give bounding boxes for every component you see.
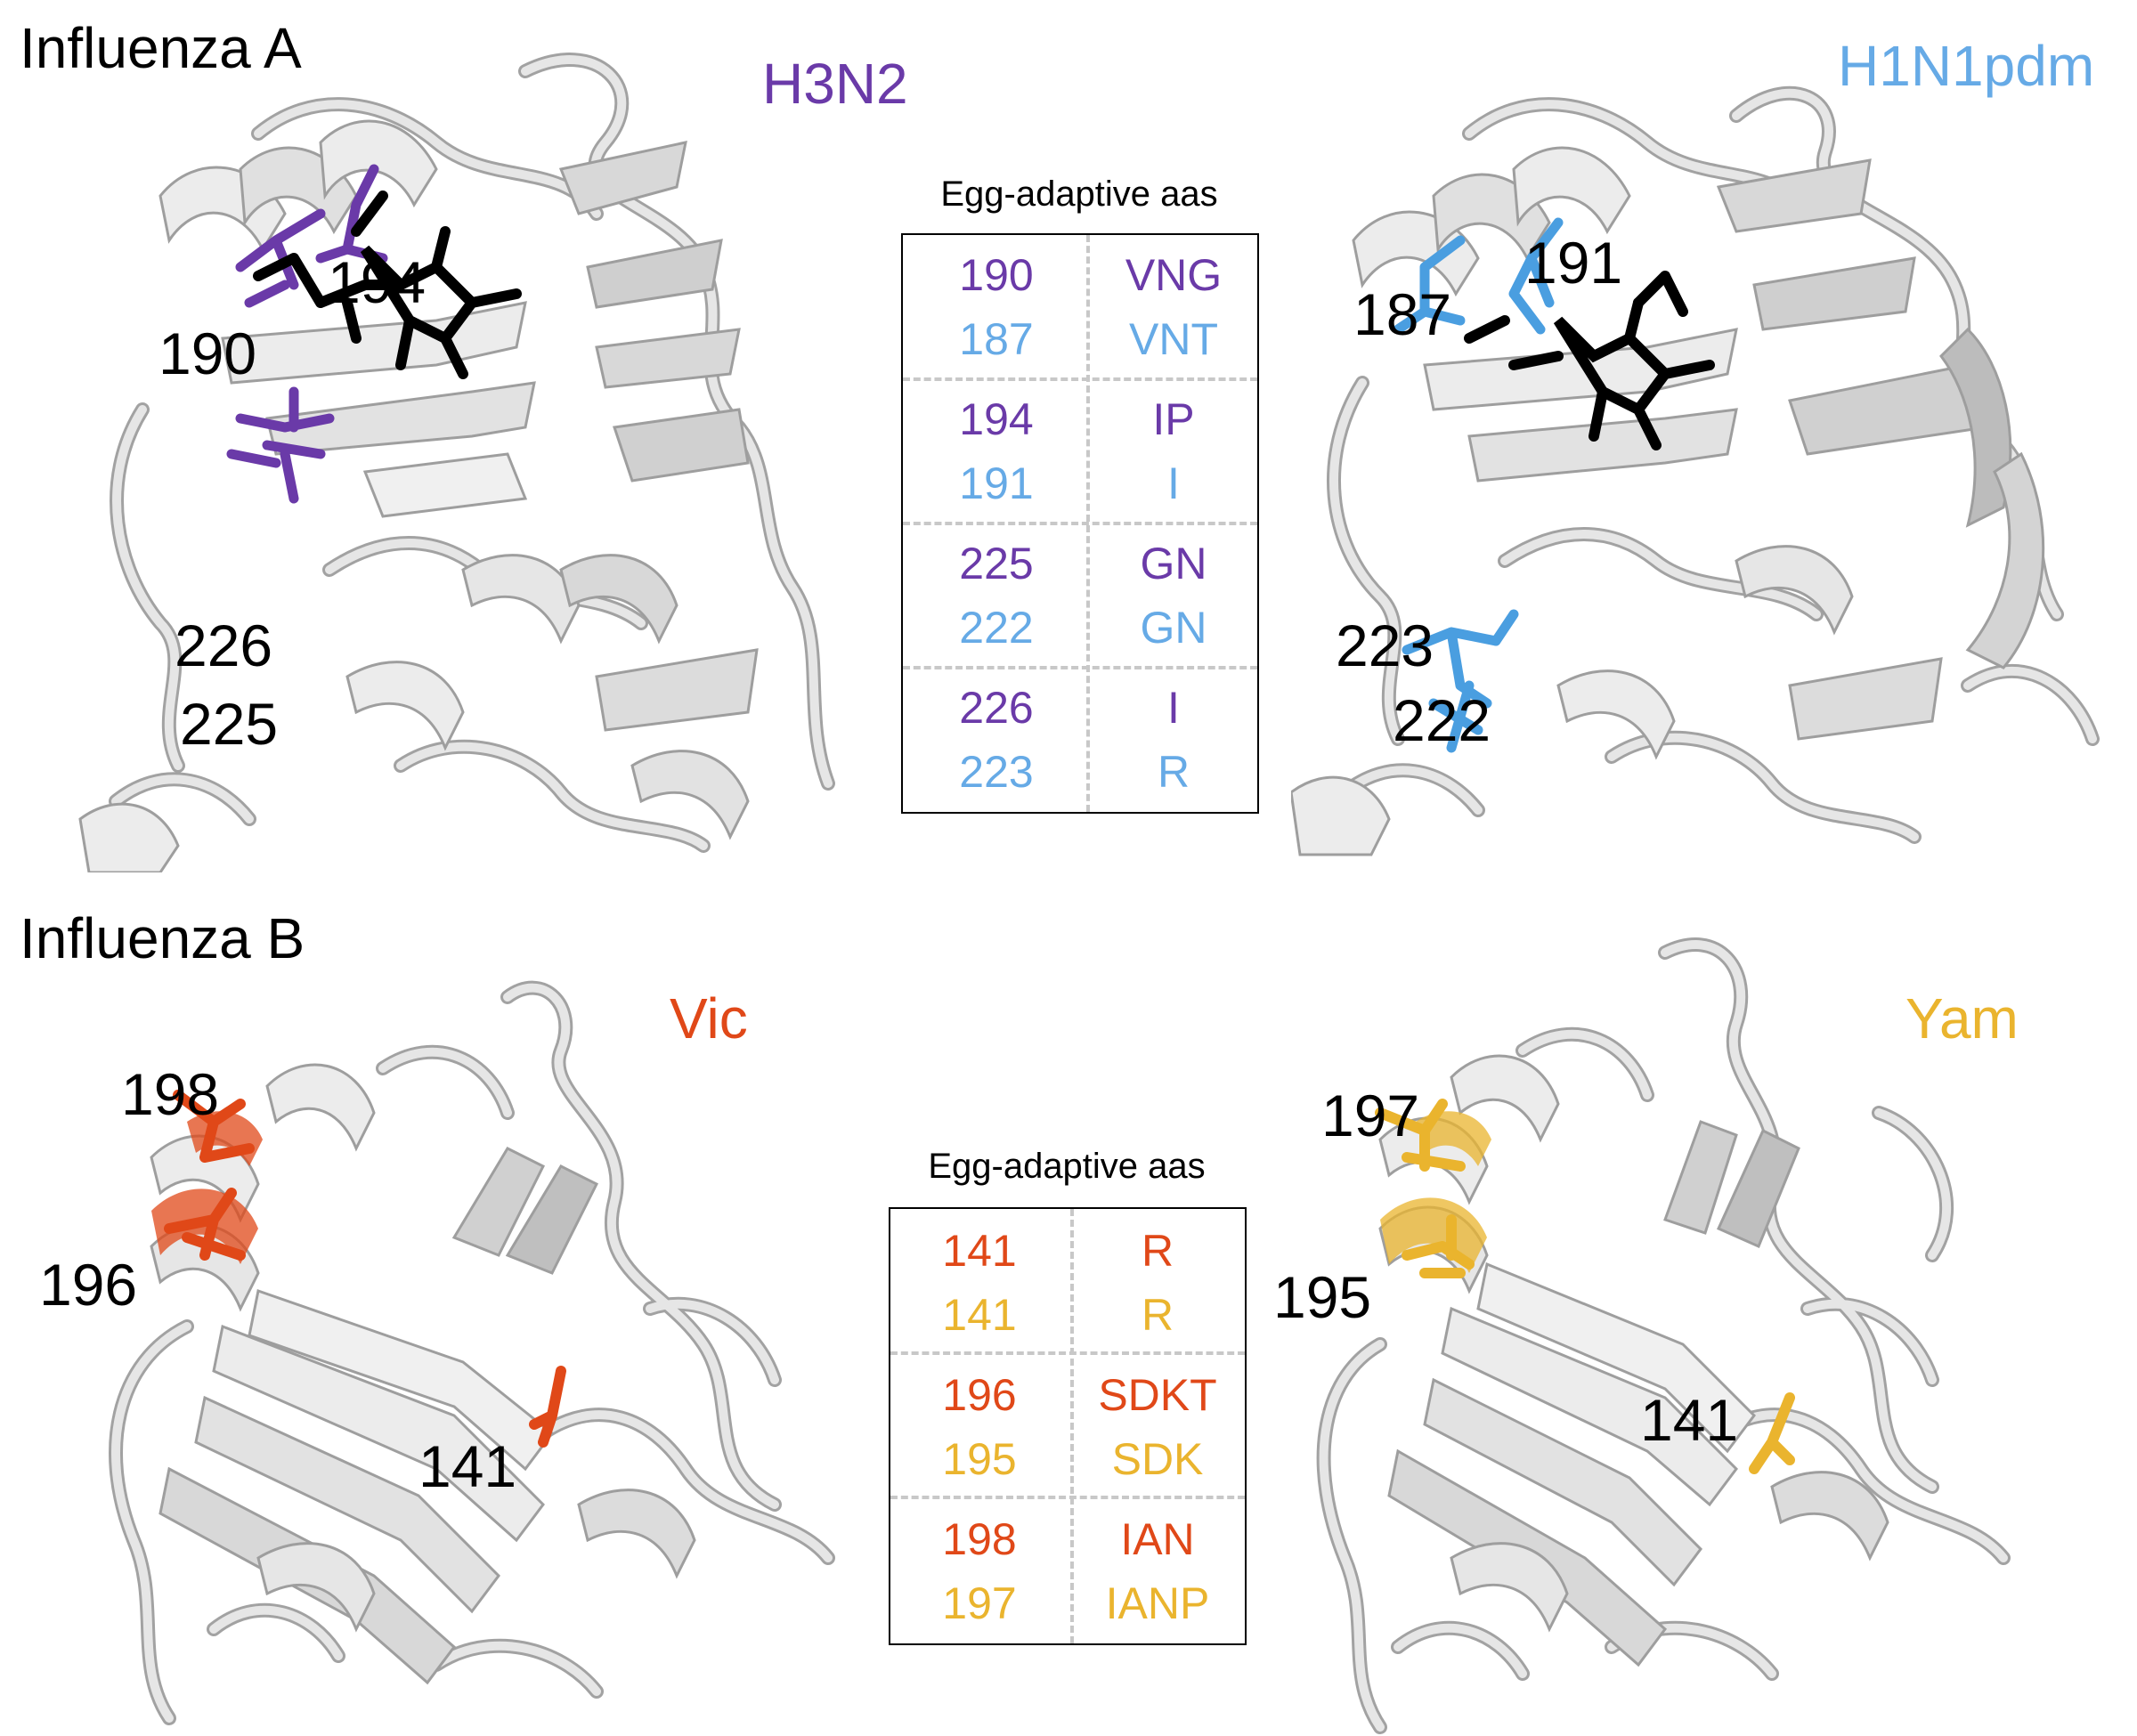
table-cell-amino-acids: IAN [1120, 1514, 1195, 1564]
table-b-title: Egg-adaptive aas [928, 1147, 1206, 1186]
vic-residue-198-label: 198 [121, 1061, 220, 1127]
table-cell-amino-acids: I [1167, 683, 1180, 733]
vic-residue-141-label: 141 [418, 1433, 517, 1499]
vic-residue-196-label: 196 [39, 1252, 138, 1318]
yam-residue-197-label: 197 [1321, 1083, 1420, 1148]
table-cell-amino-acids: GN [1140, 603, 1207, 653]
h3n2-residue-225-label: 225 [180, 691, 279, 757]
table-cell-amino-acids: I [1167, 458, 1180, 508]
table-a-title: Egg-adaptive aas [940, 174, 1218, 214]
table-cell-position: 141 [942, 1226, 1017, 1276]
table-cell-position: 194 [959, 394, 1034, 444]
h1n1pdm-residue-191-label: 191 [1524, 230, 1623, 296]
h3n2-residue-190-label: 190 [158, 320, 257, 386]
h1n1pdm-strain-label: H1N1pdm [1838, 34, 2095, 98]
table-cell-amino-acids: R [1141, 1290, 1174, 1340]
table-group-divider [903, 522, 1257, 525]
yam-strain-label: Yam [1905, 986, 2019, 1051]
vic-structure-image [109, 980, 835, 1725]
table-cell-position: 195 [942, 1434, 1017, 1484]
h1n1pdm-structure-image [1291, 85, 2100, 856]
h1n1pdm-residue-187-label: 187 [1353, 281, 1452, 347]
table-cell-position: 141 [942, 1290, 1017, 1340]
table-group-divider [890, 1351, 1245, 1355]
table-cell-position: 187 [959, 314, 1034, 364]
table-cell-position: 223 [959, 747, 1034, 797]
table-cell-position: 190 [959, 250, 1034, 300]
table-cell-position: 226 [959, 683, 1034, 733]
table-cell-position: 191 [959, 458, 1034, 508]
table-cell-position: 225 [959, 539, 1034, 588]
h3n2-structure-image [78, 53, 835, 872]
yam-residue-195-label: 195 [1273, 1264, 1372, 1330]
table-cell-amino-acids: SDK [1111, 1434, 1204, 1484]
table-cell-position: 197 [942, 1578, 1017, 1628]
table-cell-amino-acids: VNT [1129, 314, 1218, 364]
table-cell-amino-acids: R [1157, 747, 1190, 797]
table-group-divider [890, 1496, 1245, 1499]
yam-residue-141-label: 141 [1640, 1387, 1739, 1453]
influenza-b-title: Influenza B [20, 906, 305, 970]
table-cell-amino-acids: IP [1152, 394, 1195, 444]
h3n2-residue-226-label: 226 [175, 612, 273, 678]
h3n2-residue-194-label: 194 [328, 249, 427, 315]
yam-structure-image [1316, 937, 2011, 1734]
table-cell-amino-acids: VNG [1125, 250, 1223, 300]
table-group-divider [903, 666, 1257, 669]
influenza-a-title: Influenza A [20, 16, 302, 80]
h1n1pdm-residue-223-label: 223 [1336, 612, 1434, 678]
table-b-column-divider [1070, 1209, 1074, 1643]
table-cell-amino-acids: R [1141, 1226, 1174, 1276]
table-cell-position: 198 [942, 1514, 1017, 1564]
table-cell-amino-acids: SDKT [1098, 1370, 1217, 1420]
h3n2-strain-label: H3N2 [762, 52, 908, 116]
table-cell-amino-acids: GN [1140, 539, 1207, 588]
table-group-divider [903, 377, 1257, 381]
table-cell-amino-acids: IANP [1105, 1578, 1210, 1628]
vic-strain-label: Vic [670, 986, 748, 1051]
h1n1pdm-residue-222-label: 222 [1393, 687, 1491, 753]
table-cell-position: 222 [959, 603, 1034, 653]
table-cell-position: 196 [942, 1370, 1017, 1420]
